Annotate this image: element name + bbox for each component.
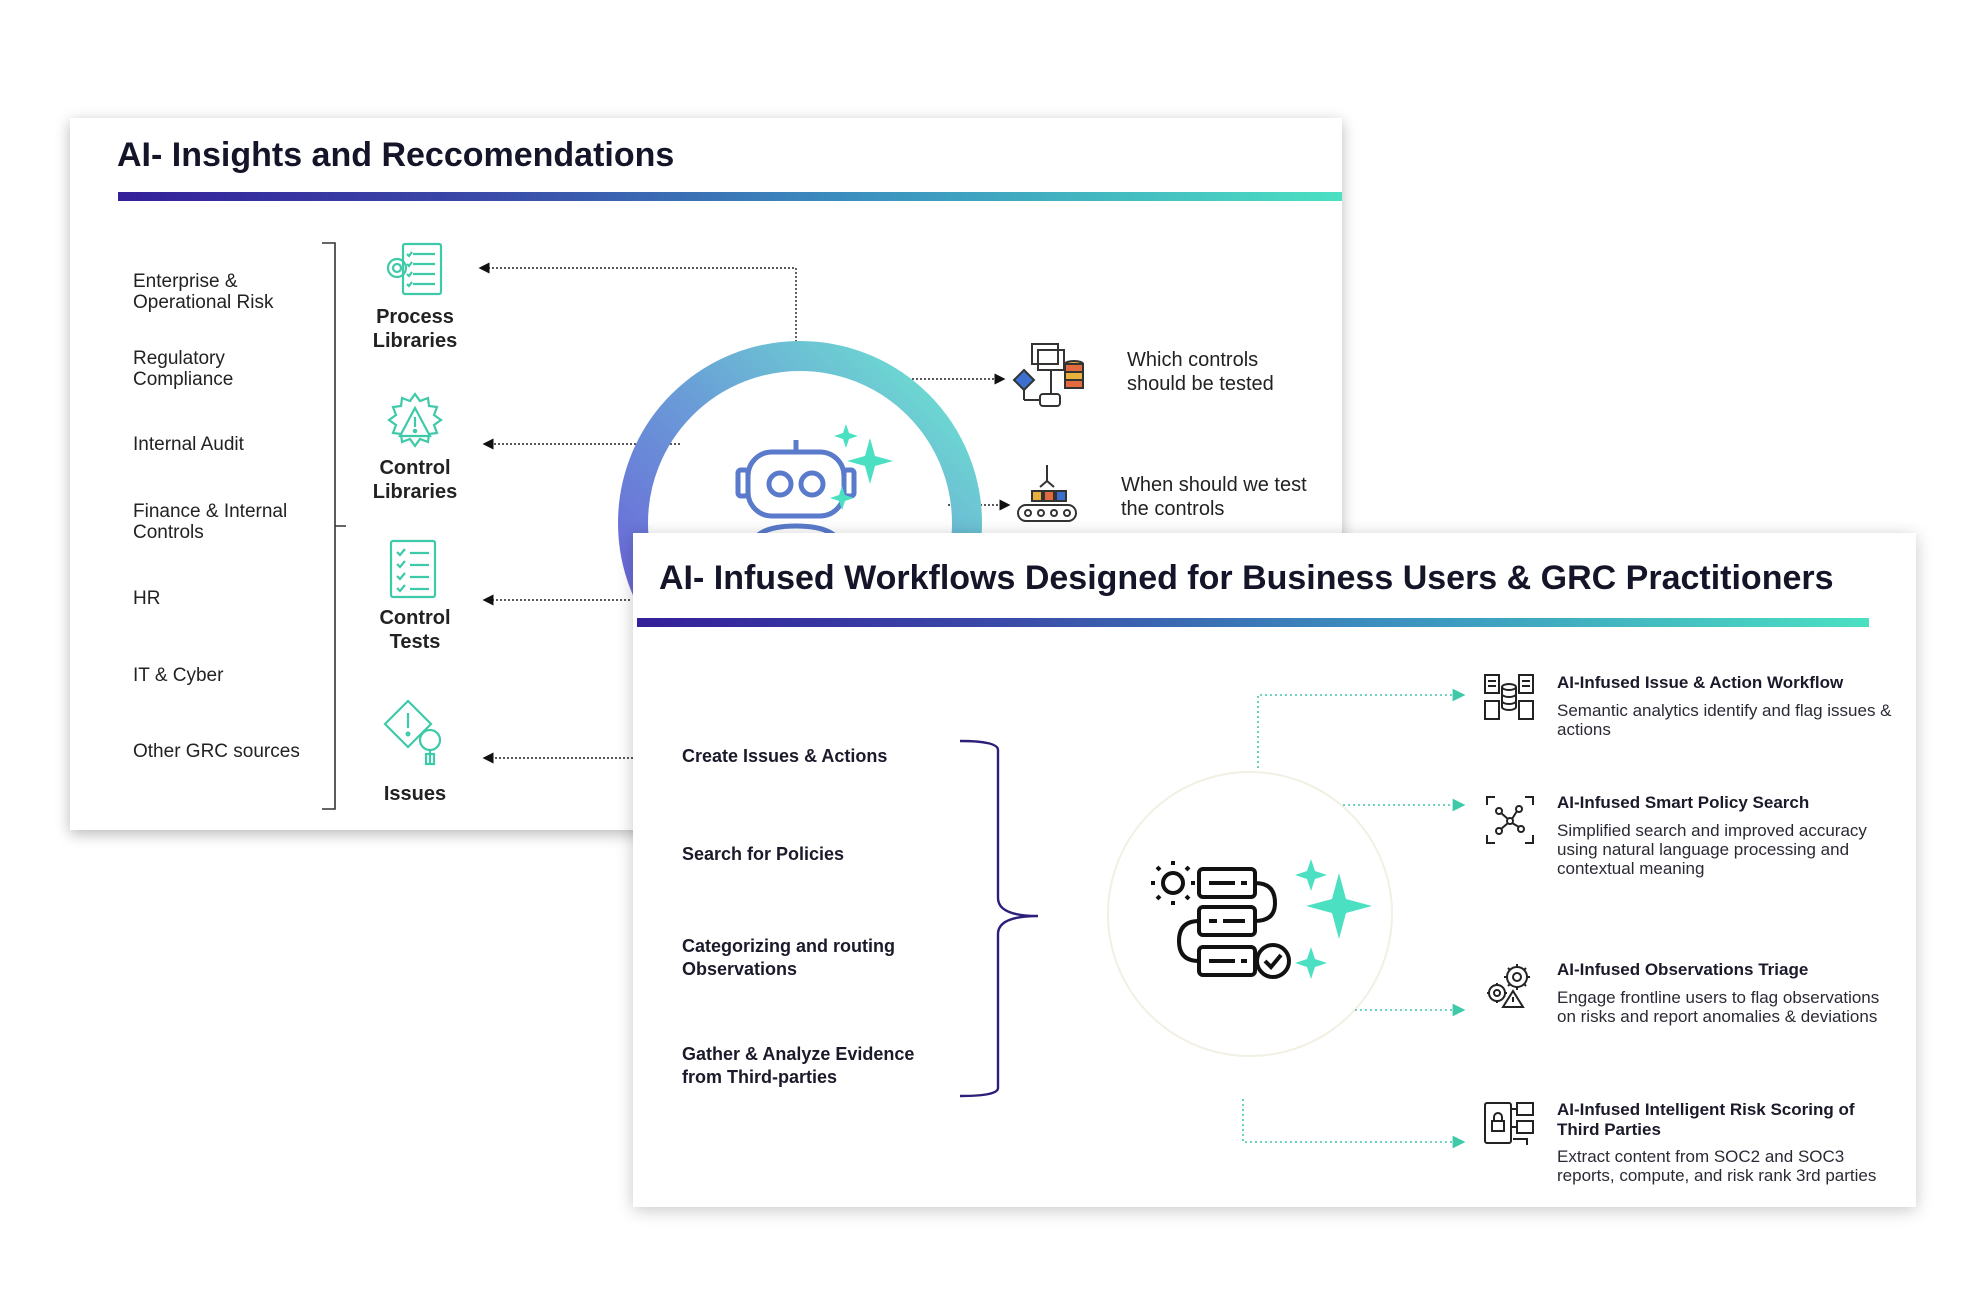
feature-observations-triage-desc: Engage frontline users to flag observati… bbox=[1557, 988, 1880, 1026]
control-tests-label: Control Tests bbox=[379, 607, 451, 653]
feature-issue-workflow-desc: Semantic analytics identify and flag iss… bbox=[1557, 701, 1892, 739]
workflows-slide: AI- Infused Workflows Designed for Busin… bbox=[633, 533, 1916, 1207]
source-internal-audit: Internal Audit bbox=[133, 434, 244, 455]
lock-document-icon bbox=[1484, 1102, 1534, 1145]
question-which-controls: Which controls should be tested bbox=[1127, 349, 1274, 395]
workflow-gather-evidence: Gather & Analyze Evidence from Third-par… bbox=[682, 1044, 915, 1087]
workflow-sparkle-icon bbox=[1151, 859, 1372, 979]
feature-risk-scoring-title: AI-Infused Intelligent Risk Scoring of T… bbox=[1557, 1100, 1855, 1139]
workflow-create-issues: Create Issues & Actions bbox=[682, 746, 888, 766]
feature-risk-scoring-desc: Extract content from SOC2 and SOC3 repor… bbox=[1557, 1147, 1877, 1185]
feature-policy-search-title: AI-Infused Smart Policy Search bbox=[1557, 793, 1810, 812]
title-underline bbox=[118, 192, 1342, 201]
feature-issue-workflow-title: AI-Infused Issue & Action Workflow bbox=[1557, 673, 1844, 692]
documents-database-icon bbox=[1484, 674, 1534, 720]
source-hr: HR bbox=[133, 588, 161, 609]
flowchart-database-icon bbox=[1012, 343, 1084, 407]
issues-label: Issues bbox=[383, 783, 447, 805]
source-it-cyber: IT & Cyber bbox=[133, 665, 224, 686]
title-underline bbox=[637, 618, 1869, 627]
gears-alert-icon bbox=[1487, 964, 1530, 1008]
feature-connectors bbox=[1242, 688, 1466, 1149]
slide-title: AI- Insights and Reccomendations bbox=[117, 136, 675, 174]
source-finance-controls: Finance & Internal Controls bbox=[133, 501, 288, 543]
source-enterprise-risk: Enterprise & Operational Risk bbox=[133, 271, 274, 313]
source-regulatory-compliance: Regulatory Compliance bbox=[133, 348, 234, 390]
checklist-icon bbox=[389, 539, 437, 599]
sources-bracket bbox=[322, 242, 346, 810]
workflows-bracket bbox=[959, 739, 1039, 1098]
process-list-icon bbox=[386, 242, 443, 296]
warning-gear-icon bbox=[387, 392, 443, 448]
process-libraries-label: Process Libraries bbox=[372, 306, 458, 352]
workflow-search-policies: Search for Policies bbox=[682, 844, 845, 864]
feature-observations-triage-title: AI-Infused Observations Triage bbox=[1557, 960, 1809, 979]
center-circle bbox=[1107, 771, 1393, 1057]
control-libraries-label: Control Libraries bbox=[372, 457, 458, 503]
scan-network-icon bbox=[1486, 796, 1534, 844]
question-when-test: When should we test the controls bbox=[1121, 474, 1307, 520]
slide-title: AI- Infused Workflows Designed for Busin… bbox=[659, 559, 1834, 597]
feature-policy-search-desc: Simplified search and improved accuracy … bbox=[1557, 821, 1867, 878]
workflow-categorizing-observations: Categorizing and routing Observations bbox=[682, 936, 895, 979]
source-other-grc: Other GRC sources bbox=[133, 741, 300, 762]
issue-search-icon bbox=[383, 699, 442, 766]
conveyor-robot-icon bbox=[1017, 465, 1077, 522]
